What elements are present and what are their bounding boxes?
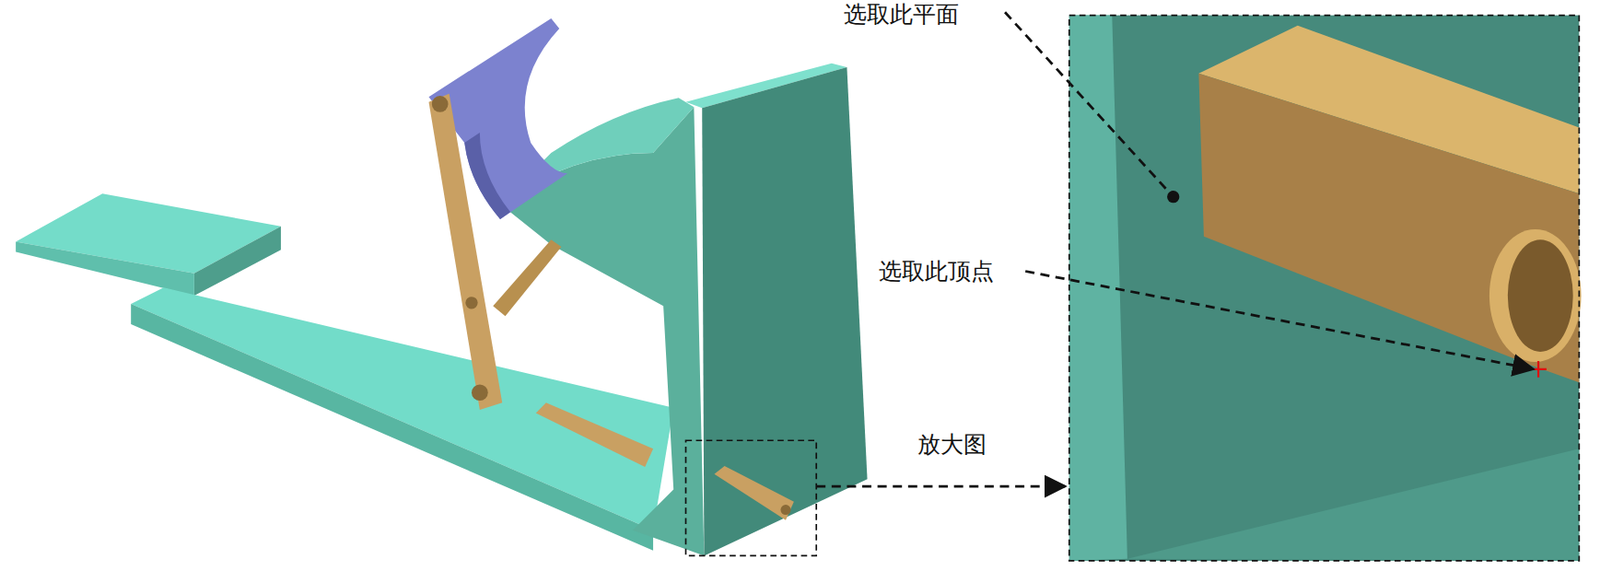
callout-label: 选取此平面 [841, 0, 961, 29]
callout-label: 选取此顶点 [876, 257, 996, 286]
callout-label: 放大图 [915, 431, 989, 459]
